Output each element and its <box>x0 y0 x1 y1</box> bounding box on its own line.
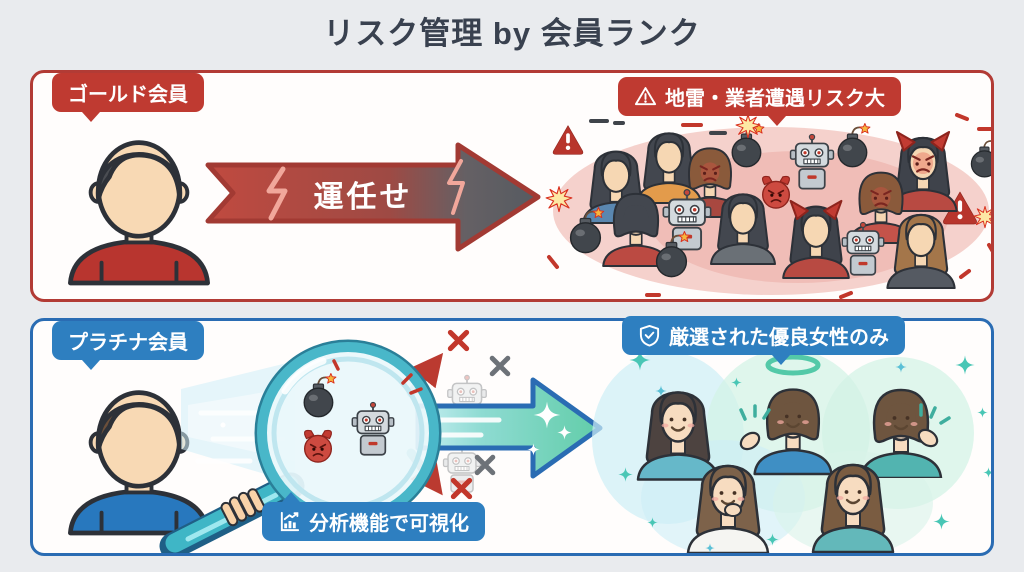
spark-burst-icon <box>735 114 761 139</box>
page-title: リスク管理 by 会員ランク <box>323 16 701 51</box>
luck-arrow: 運任せ <box>205 142 541 252</box>
chin-hand-icon <box>724 503 742 517</box>
platinum-member-badge: プラチナ会員 <box>52 321 204 370</box>
woman-icon <box>686 464 770 553</box>
spark-burst-icon <box>545 186 573 213</box>
bomb-icon <box>970 137 991 178</box>
quality-women-illustration <box>592 333 991 553</box>
devil-icon <box>761 175 791 209</box>
halo-icon <box>765 354 821 376</box>
gold-risk-badge: 地雷・業者遭遇リスク大 <box>618 77 901 126</box>
gold-man-avatar <box>70 143 207 283</box>
gold-member-label: ゴールド会員 <box>68 84 188 106</box>
warning-triangle-icon <box>552 125 584 155</box>
platinum-analysis-badge: 分析機能で可視化 <box>262 492 485 541</box>
gold-risk-label: 地雷・業者遭遇リスク大 <box>665 88 885 110</box>
luck-arrow-label: 運任せ <box>314 181 413 214</box>
hand-icon <box>220 488 266 527</box>
bomb-icon <box>837 123 871 168</box>
gold-member-badge: ゴールド会員 <box>52 73 204 122</box>
red-dash-marks <box>547 113 991 299</box>
platinum-member-label: プラチナ会員 <box>68 332 188 354</box>
shield-check-icon <box>639 324 660 347</box>
waving-hand-icon <box>917 428 939 448</box>
gold-scene: 運任せ <box>33 113 991 299</box>
gray-x-icon <box>492 358 508 374</box>
woman-icon <box>859 388 951 478</box>
woman-with-halo-icon <box>739 354 833 476</box>
chart-growth-icon <box>280 511 300 532</box>
platinum-analysis-label: 分析機能で可視化 <box>309 513 469 535</box>
warning-triangle-icon <box>634 87 657 106</box>
platinum-quality-badge: 厳選された優良女性のみ <box>622 316 905 365</box>
devil-icon <box>303 429 333 463</box>
platinum-scene <box>33 321 991 553</box>
dash-marks <box>589 119 727 135</box>
magnifier-icon <box>159 339 442 553</box>
waving-hand-icon <box>739 431 761 451</box>
motion-lines <box>739 404 771 421</box>
alert-marks <box>332 359 423 395</box>
motion-lines <box>919 403 951 425</box>
platinum-quality-label: 厳選された優良女性のみ <box>669 327 889 349</box>
risky-crowd-illustration <box>545 113 991 299</box>
red-x-icon <box>450 332 466 348</box>
